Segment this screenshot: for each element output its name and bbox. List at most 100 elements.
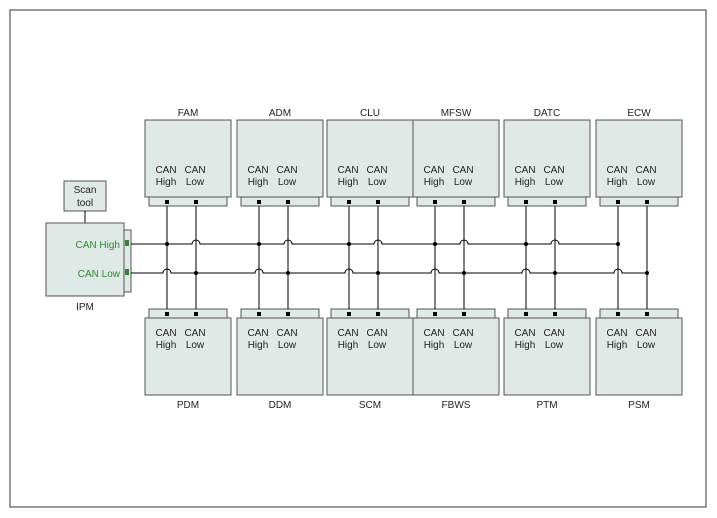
can-high-label-line2: High xyxy=(156,340,177,351)
can-high-label-line1: CAN xyxy=(514,328,535,339)
can-low-label-line2: Low xyxy=(637,177,656,188)
can-high-pin xyxy=(433,200,437,204)
module-box xyxy=(503,317,591,396)
can-high-label-line1: CAN xyxy=(514,165,535,176)
module-box xyxy=(326,317,414,396)
can-low-junction-dot xyxy=(553,271,557,275)
can-high-label-line2: High xyxy=(248,340,269,351)
can-high-pin xyxy=(257,312,261,316)
can-low-junction-dot xyxy=(462,271,466,275)
can-low-pin xyxy=(376,200,380,204)
diagram-frame xyxy=(9,9,707,508)
can-low-label-line2: Low xyxy=(368,177,387,188)
can-high-pin xyxy=(616,200,620,204)
can-high-label-line1: CAN xyxy=(606,165,627,176)
module-name: SCM xyxy=(359,400,381,411)
can-low-label-line2: Low xyxy=(368,340,387,351)
can-high-label-line2: High xyxy=(607,177,628,188)
scan-tool-label-line1: Scan xyxy=(74,185,97,196)
can-high-label-line1: CAN xyxy=(423,165,444,176)
can-low-label-line1: CAN xyxy=(452,328,473,339)
module-connector xyxy=(507,196,587,207)
can-low-label-line1: CAN xyxy=(184,165,205,176)
can-low-label-line1: CAN xyxy=(276,328,297,339)
module-box xyxy=(144,119,232,198)
module-name: FBWS xyxy=(442,400,471,411)
can-low-junction-dot xyxy=(194,271,198,275)
can-high-pin xyxy=(616,312,620,316)
module-name: MFSW xyxy=(441,108,472,119)
can-low-pin xyxy=(462,312,466,316)
module-connector xyxy=(240,308,320,319)
module-box xyxy=(412,119,500,198)
can-low-pin xyxy=(553,312,557,316)
can-low-junction-dot xyxy=(645,271,649,275)
can-high-label-line2: High xyxy=(515,177,536,188)
can-low-label-line2: Low xyxy=(186,340,205,351)
module-connector xyxy=(240,196,320,207)
can-low-label-line2: Low xyxy=(545,177,564,188)
can-low-pin xyxy=(194,312,198,316)
module-connector xyxy=(148,308,228,319)
can-high-label-line2: High xyxy=(424,340,445,351)
can-low-label-line1: CAN xyxy=(543,165,564,176)
can-low-junction-dot xyxy=(376,271,380,275)
can-low-pin xyxy=(462,200,466,204)
can-low-label-line1: CAN xyxy=(635,328,656,339)
can-low-label-line1: CAN xyxy=(635,165,656,176)
can-low-pin xyxy=(645,200,649,204)
can-high-bus-line xyxy=(131,239,618,245)
can-high-label-line1: CAN xyxy=(337,165,358,176)
can-low-label-line1: CAN xyxy=(543,328,564,339)
can-low-label-line2: Low xyxy=(186,177,205,188)
can-low-label-line2: Low xyxy=(637,340,656,351)
can-high-pin xyxy=(433,312,437,316)
can-high-junction-dot xyxy=(257,242,261,246)
can-high-pin xyxy=(524,200,528,204)
ipm-module: CAN High CAN Low IPM xyxy=(45,222,132,313)
can-high-label-line1: CAN xyxy=(606,328,627,339)
can-high-junction-dot xyxy=(165,242,169,246)
can-low-junction-dot xyxy=(286,271,290,275)
can-low-label-line2: Low xyxy=(545,340,564,351)
module-box xyxy=(236,119,324,198)
can-high-label-line1: CAN xyxy=(423,328,444,339)
can-low-label-line2: Low xyxy=(454,177,473,188)
ipm-name: IPM xyxy=(76,302,94,313)
module-connector xyxy=(599,308,679,319)
can-high-label-line1: CAN xyxy=(337,328,358,339)
can-low-pin xyxy=(194,200,198,204)
can-high-junction-dot xyxy=(347,242,351,246)
can-high-junction-dot xyxy=(616,242,620,246)
can-high-pin xyxy=(165,312,169,316)
can-high-pin xyxy=(347,200,351,204)
module-box xyxy=(236,317,324,396)
module-name: CLU xyxy=(360,108,380,119)
can-high-label-line2: High xyxy=(424,177,445,188)
module-connector xyxy=(148,196,228,207)
scan-tool: Scan tool xyxy=(63,180,107,212)
module-connector xyxy=(599,196,679,207)
can-high-pin xyxy=(524,312,528,316)
module-connector xyxy=(416,196,496,207)
can-high-pin xyxy=(257,200,261,204)
can-high-label-line2: High xyxy=(338,340,359,351)
module-box xyxy=(144,317,232,396)
module-name: ECW xyxy=(627,108,651,119)
can-high-label-line2: High xyxy=(607,340,628,351)
can-low-label-line2: Low xyxy=(454,340,473,351)
ipm-can-high-pin xyxy=(125,240,129,246)
module-box xyxy=(595,119,683,198)
can-high-label-line1: CAN xyxy=(247,165,268,176)
can-low-bus-line xyxy=(131,268,647,274)
can-high-pin xyxy=(165,200,169,204)
